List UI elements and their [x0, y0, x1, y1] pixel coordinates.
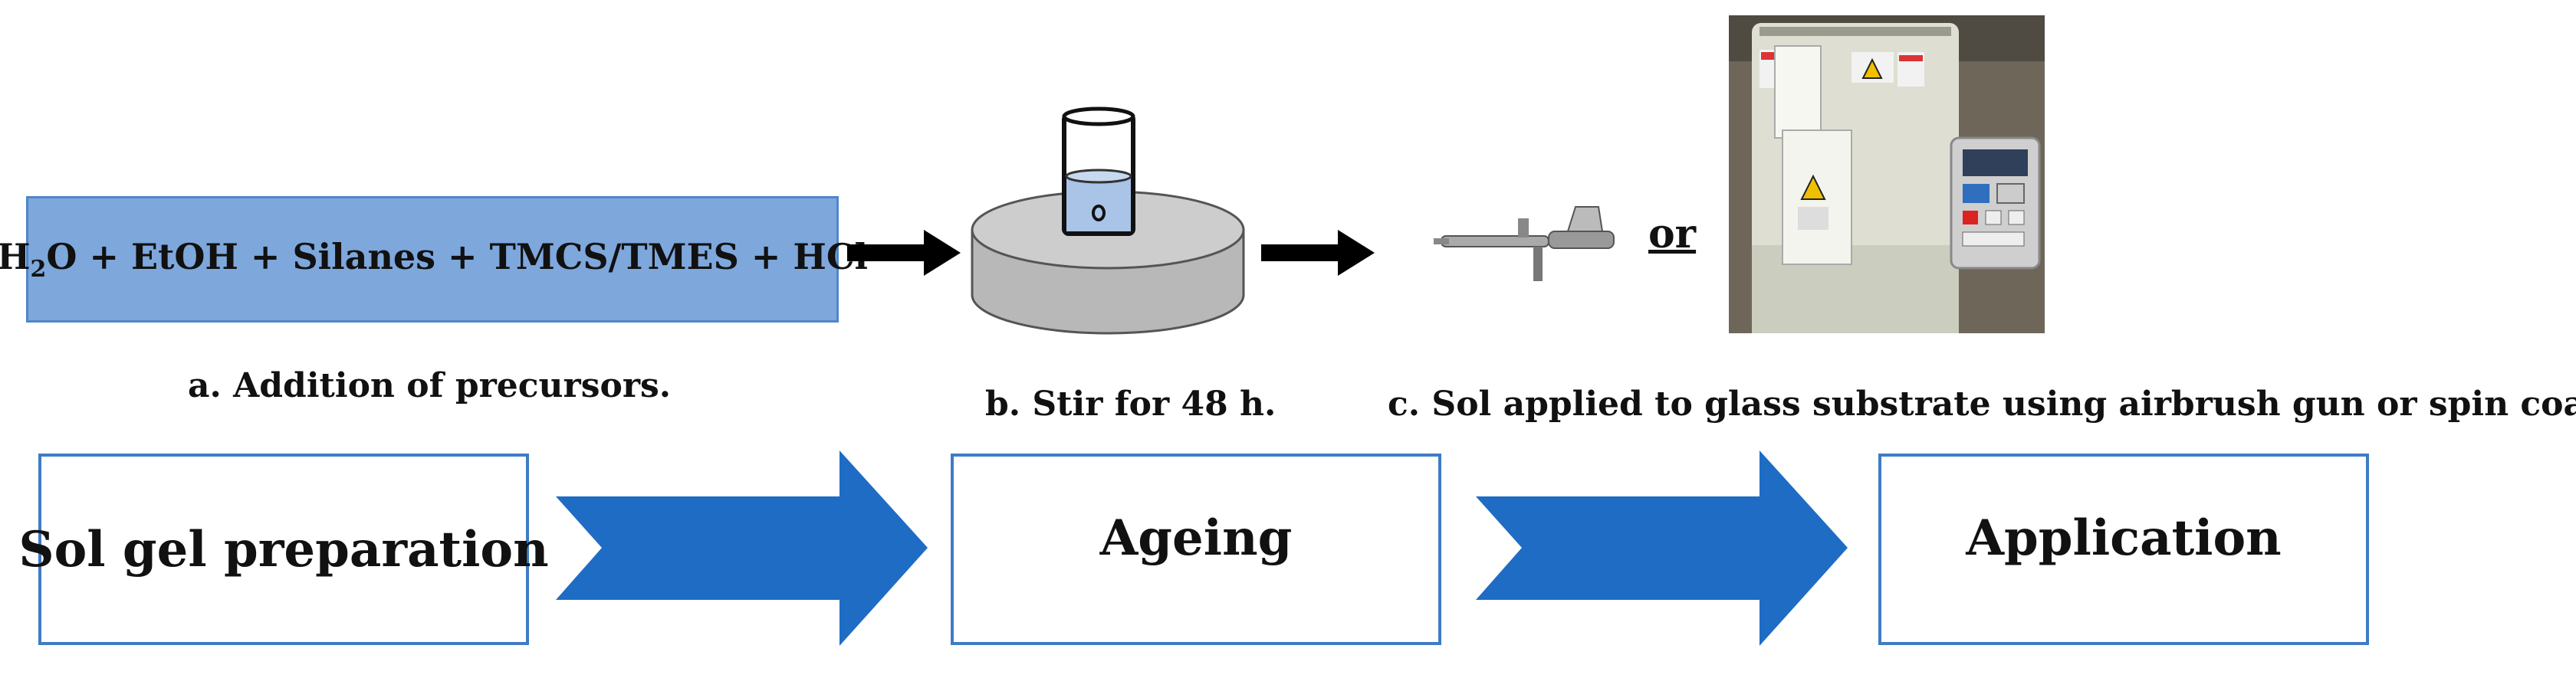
process-arrow-2	[1261, 230, 1375, 276]
caption-c: c. Sol applied to glass substrate using …	[1388, 385, 2576, 424]
stage-label: Sol gel preparation	[18, 520, 549, 578]
beaker-icon	[1062, 106, 1135, 236]
spin-coater-photo	[1729, 15, 2045, 333]
stage-application: Application	[1878, 454, 2369, 645]
stage-sol-gel-preparation: Sol gel preparation	[18, 454, 549, 645]
caption-b: b. Stir for 48 h.	[985, 385, 1276, 424]
stage-chevron-arrow-1	[556, 450, 928, 646]
process-arrow-1	[847, 230, 961, 276]
airbrush-gun-icon	[1434, 206, 1615, 281]
stage-label: Ageing	[1099, 509, 1293, 567]
stage-chevron-arrow-2	[1476, 450, 1848, 646]
caption-a: a. Addition of precursors.	[188, 366, 672, 405]
stage-label: Application	[1966, 509, 2282, 567]
magnetic-stirrer-icon	[971, 106, 1245, 335]
stage-ageing: Ageing	[951, 454, 1441, 645]
precursor-box: H2O + EtOH + Silanes + TMCS/TMES + HCl	[0, 196, 868, 323]
precursor-formula: H2O + EtOH + Silanes + TMCS/TMES + HCl	[0, 236, 868, 283]
or-label: or	[1648, 211, 1697, 257]
